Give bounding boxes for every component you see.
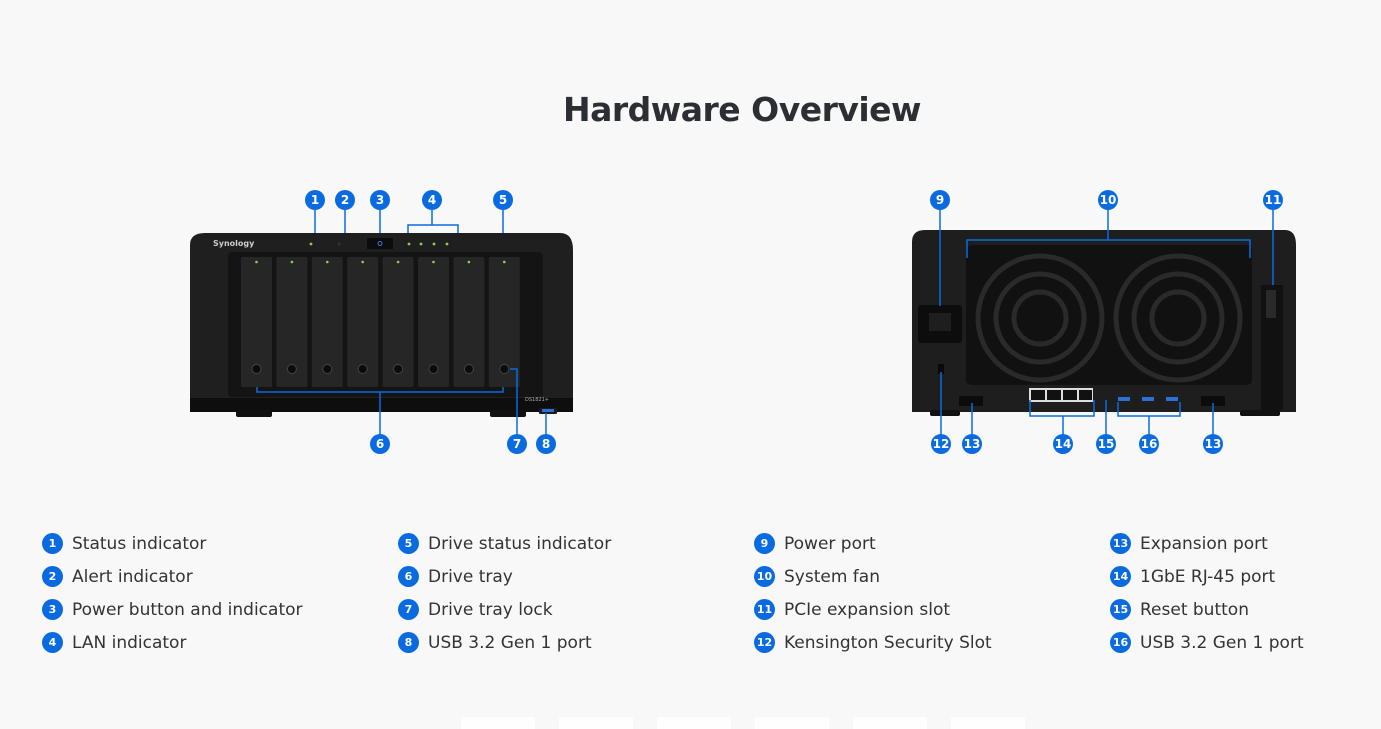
drive-status-led (432, 260, 435, 264)
legend-item: 6 Drive tray (398, 566, 513, 587)
legend-number-badge: 3 (42, 599, 63, 620)
legend-label: USB 3.2 Gen 1 port (428, 632, 592, 653)
legend-item: 2 Alert indicator (42, 566, 193, 587)
callout-badge: 1 (305, 190, 325, 210)
legend-item: 4 LAN indicator (42, 632, 186, 653)
drive-tray (382, 257, 414, 387)
legend-label: Expansion port (1140, 533, 1268, 554)
callout-badge: 16 (1139, 434, 1159, 454)
thumbnail-tab[interactable] (559, 717, 633, 729)
callout-badge: 7 (507, 434, 527, 454)
drive-tray (418, 257, 449, 387)
legend-item: 1 Status indicator (42, 533, 206, 554)
legend-item: 7 Drive tray lock (398, 599, 553, 620)
legend-item: 16 USB 3.2 Gen 1 port (1110, 632, 1304, 653)
callout-badge: 2 (335, 190, 355, 210)
legend-number-badge: 6 (398, 566, 419, 587)
drive-tray-lock (463, 364, 474, 374)
legend-label: Status indicator (72, 533, 207, 554)
legend-number-badge: 10 (754, 566, 775, 587)
callout-badge: 6 (370, 434, 390, 454)
legend-item: 10 System fan (754, 566, 880, 587)
legend-item: 11 PCIe expansion slot (754, 599, 950, 620)
callout-badge: 15 (1096, 434, 1116, 454)
drive-tray (453, 257, 485, 387)
legend-number-badge: 5 (398, 533, 419, 554)
legend-label: LAN indicator (72, 632, 187, 653)
legend-item: 8 USB 3.2 Gen 1 port (398, 632, 592, 653)
legend-label: Power port (784, 533, 876, 554)
legend-label: Alert indicator (72, 566, 193, 587)
thumbnail-tab[interactable] (755, 717, 829, 729)
model-label: DS1821+ (525, 397, 549, 403)
drive-tray (276, 257, 308, 387)
drive-status-led (255, 260, 258, 264)
legend-item: 13 Expansion port (1110, 533, 1268, 554)
callout-badge: 10 (1098, 190, 1118, 210)
drive-status-led (361, 260, 365, 264)
legend-item: 12 Kensington Security Slot (754, 632, 992, 653)
legend-label: USB 3.2 Gen 1 port (1140, 632, 1304, 653)
drive-status-led (290, 260, 294, 264)
legend-item: 9 Power port (754, 533, 876, 554)
legend-number-badge: 12 (754, 632, 775, 653)
drive-status-led (326, 260, 329, 264)
callout-badge: 12 (931, 434, 951, 454)
legend-label: Reset button (1140, 599, 1249, 620)
callout-badge: 13 (962, 434, 982, 454)
legend-number-badge: 8 (398, 632, 419, 653)
drive-tray-lock (428, 364, 439, 374)
drive-tray-lock (357, 364, 368, 374)
thumbnail-tab[interactable] (461, 717, 535, 729)
callout-badge: 5 (493, 190, 513, 210)
legend-number-badge: 15 (1110, 599, 1131, 620)
drive-tray (241, 257, 272, 387)
legend-item: 14 1GbE RJ-45 port (1110, 566, 1275, 587)
legend-item: 5 Drive status indicator (398, 533, 611, 554)
drive-tray-lock (393, 364, 404, 374)
legend-label: Kensington Security Slot (784, 632, 992, 653)
legend-number-badge: 9 (754, 533, 775, 554)
callout-badge: 14 (1053, 434, 1073, 454)
brand-logo: Synology (213, 239, 255, 248)
callout-badge: 13 (1203, 434, 1223, 454)
legend-number-badge: 1 (42, 533, 63, 554)
callout-badge: 9 (930, 190, 950, 210)
legend-label: Drive tray lock (428, 599, 553, 620)
drive-status-led (396, 260, 400, 264)
callout-badge: 8 (536, 434, 556, 454)
legend-label: System fan (784, 566, 880, 587)
legend-label: Drive status indicator (428, 533, 612, 554)
drive-tray-lock (322, 364, 333, 374)
drive-tray-lock (251, 364, 262, 374)
legend-number-badge: 4 (42, 632, 63, 653)
drive-status-led (467, 260, 471, 264)
thumbnail-tab[interactable] (657, 717, 731, 729)
callout-badge: 11 (1263, 190, 1283, 210)
callout-badge: 4 (422, 190, 442, 210)
drive-status-led (503, 260, 506, 264)
legend-number-badge: 2 (42, 566, 63, 587)
legend-number-badge: 13 (1110, 533, 1131, 554)
legend-number-badge: 7 (398, 599, 419, 620)
drive-tray-lock (499, 364, 510, 374)
thumbnail-tab[interactable] (951, 717, 1025, 729)
legend-item: 3 Power button and indicator (42, 599, 303, 620)
drive-tray (347, 257, 379, 387)
legend-label: Power button and indicator (72, 599, 303, 620)
page-title: Hardware Overview (562, 90, 922, 129)
drive-tray (488, 257, 520, 387)
legend-label: PCIe expansion slot (784, 599, 951, 620)
legend-number-badge: 11 (754, 599, 775, 620)
thumbnail-tab[interactable] (853, 717, 927, 729)
legend-label: 1GbE RJ-45 port (1140, 566, 1276, 587)
legend-number-badge: 14 (1110, 566, 1131, 587)
legend-number-badge: 16 (1110, 632, 1131, 653)
legend-item: 15 Reset button (1110, 599, 1249, 620)
legend-label: Drive tray (428, 566, 513, 587)
drive-tray-lock (286, 364, 297, 374)
drive-tray (311, 257, 343, 387)
callout-badge: 3 (370, 190, 390, 210)
